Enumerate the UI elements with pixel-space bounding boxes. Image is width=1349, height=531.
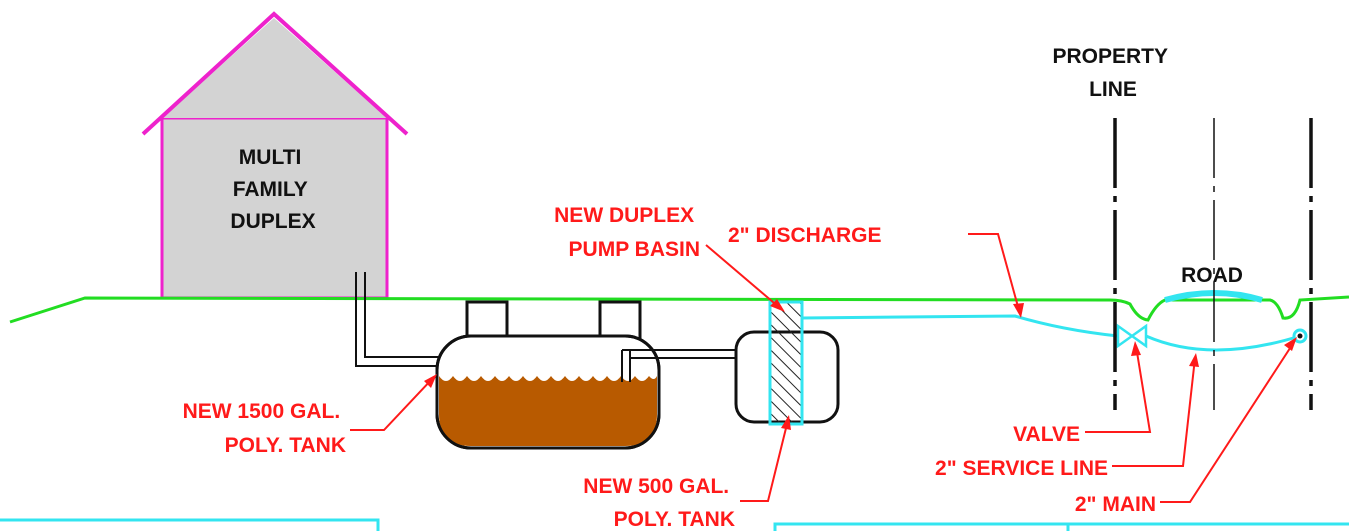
- house-label-line-2: FAMILY: [233, 178, 308, 201]
- house-roof-fill: [162, 18, 387, 118]
- leader-discharge: [968, 233, 1021, 315]
- property-line-label: PROPERTY LINE: [1053, 45, 1174, 101]
- callout-tank-1500-line-1: NEW 1500 GAL.: [183, 400, 341, 423]
- pump-basin: [734, 300, 840, 426]
- property-line-label-line-2: LINE: [1089, 78, 1137, 101]
- leader-tank-1500: [350, 377, 434, 431]
- callout-valve: VALVE: [1013, 423, 1080, 446]
- house: MULTI FAMILY DUPLEX: [141, 11, 409, 300]
- callout-tank-1500-line-2: POLY. TANK: [225, 434, 346, 457]
- frame-right: [773, 522, 1349, 531]
- tank-1500-riser-left: [465, 300, 509, 342]
- callout-main: 2" MAIN: [1075, 493, 1156, 516]
- building-sewer: [355, 272, 440, 367]
- callout-service-line: 2" SERVICE LINE: [935, 457, 1108, 480]
- tank-1500-riser-right: [598, 300, 642, 342]
- valve-symbol: [1116, 323, 1148, 349]
- leader-valve: [1085, 345, 1152, 433]
- callout-tank-500-line-1: NEW 500 GAL.: [583, 475, 729, 498]
- property-line-label-line-1: PROPERTY: [1053, 45, 1169, 68]
- callout-pump-basin-line-2: PUMP BASIN: [569, 238, 700, 261]
- main-pipe-end: [1292, 328, 1308, 344]
- callout-pump-basin-line-1: NEW DUPLEX: [554, 204, 694, 227]
- tank-1500: [435, 300, 661, 450]
- house-roof: [141, 11, 409, 136]
- frame-left: [0, 518, 380, 531]
- house-body: [160, 116, 389, 300]
- leader-service-line: [1112, 357, 1196, 467]
- road-label: ROAD: [1181, 264, 1243, 287]
- property-lines: [1113, 118, 1313, 410]
- house-label: MULTI FAMILY DUPLEX: [230, 146, 315, 233]
- callout-leaders: [350, 233, 1297, 503]
- callout-tank-500-line-2: POLY. TANK: [614, 508, 735, 531]
- ground-line: [9, 295, 1349, 324]
- leader-main: [1160, 341, 1295, 503]
- callout-discharge: 2" DISCHARGE: [728, 224, 881, 247]
- callout-pump-basin: NEW DUPLEX PUMP BASIN: [554, 204, 700, 261]
- house-label-line-3: DUPLEX: [230, 210, 315, 233]
- tank-1500-sewage: [439, 376, 657, 446]
- house-label-line-1: MULTI: [239, 146, 302, 169]
- connector-pipe: [630, 349, 738, 359]
- discharge-pipe: [801, 314, 1119, 338]
- tank-1500-outlet-tee: [621, 349, 631, 382]
- service-line-pipe: [1145, 334, 1301, 352]
- leader-tank-500: [740, 419, 789, 502]
- callout-tank-500: NEW 500 GAL. POLY. TANK: [583, 475, 735, 531]
- title-block-frames: [0, 518, 1349, 531]
- pump-basin-riser: [768, 300, 804, 426]
- callout-tank-1500: NEW 1500 GAL. POLY. TANK: [183, 400, 346, 457]
- leader-pump-basin: [705, 244, 781, 309]
